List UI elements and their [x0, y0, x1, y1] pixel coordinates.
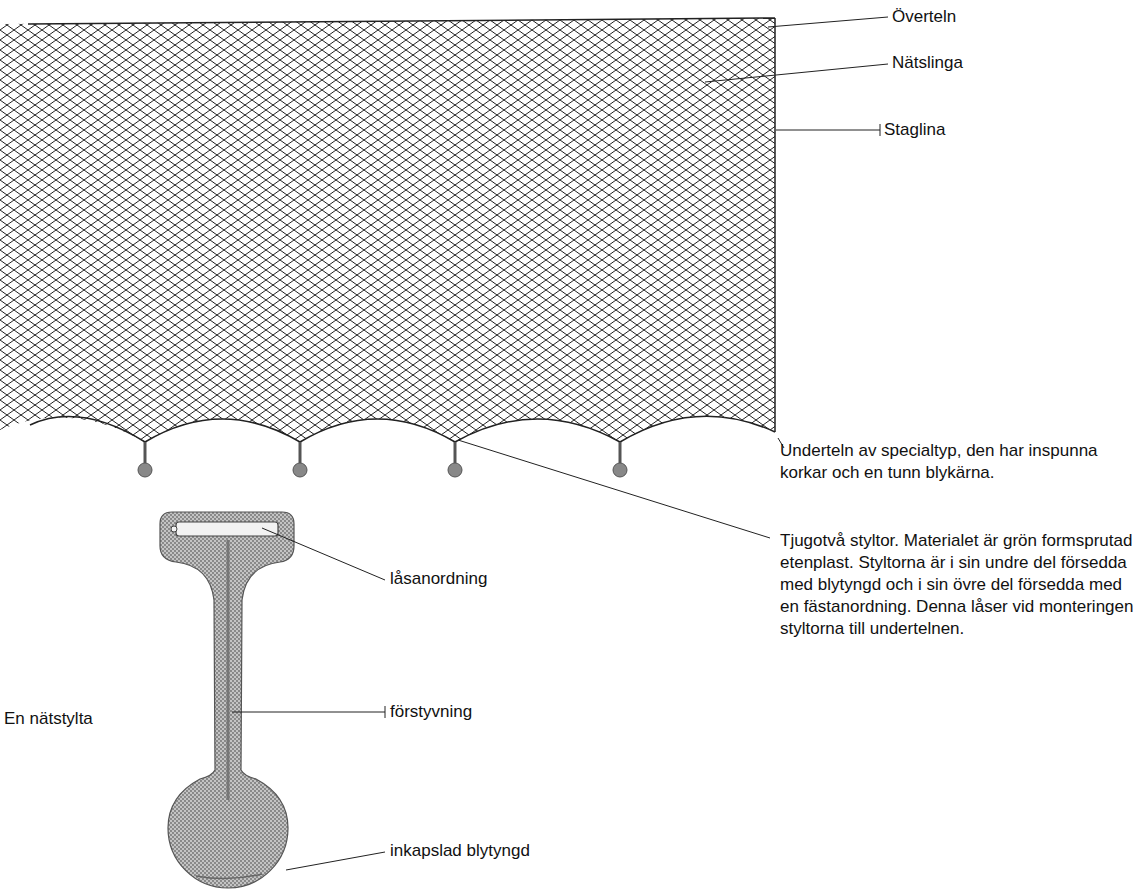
foot-rope — [30, 416, 775, 442]
part-label: Nätslinga — [892, 52, 1092, 74]
small-stilts — [138, 442, 627, 477]
stiffener — [227, 540, 230, 800]
note-text: Underteln av specialtyp, den har inspunn… — [780, 440, 1142, 484]
note-text: Tjugotvå styltor. Materialet är grön for… — [780, 530, 1138, 640]
part-label: Överteln — [892, 6, 1092, 28]
part-label: Staglina — [884, 119, 1084, 141]
figure-title: En nätstylta — [4, 708, 164, 730]
lead-weight — [196, 874, 262, 879]
lock-slot — [176, 522, 278, 536]
part-label: inkapslad blytyngd — [390, 840, 610, 862]
head-rope — [28, 18, 775, 24]
side-rope — [774, 18, 776, 432]
part-label: låsanordning — [390, 568, 590, 590]
lock-hole — [171, 526, 177, 532]
net-stilt — [160, 512, 294, 888]
part-label: förstyvning — [390, 701, 590, 723]
net-mesh — [0, 0, 780, 450]
